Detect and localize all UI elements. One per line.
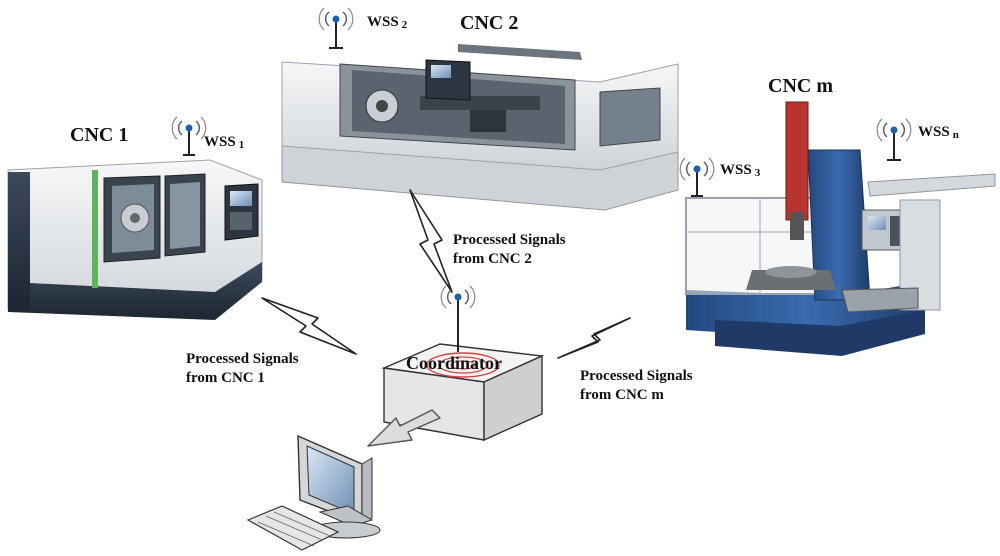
signal-label-cnc1: Processed Signals from CNC 1 xyxy=(186,351,299,386)
cncm-title: CNC m xyxy=(768,75,833,97)
pc-keyboard-icon xyxy=(246,505,340,551)
wss3-index: 3 xyxy=(754,167,761,179)
link-cncm-lightning-icon xyxy=(557,317,631,359)
wss2-prefix: WSS xyxy=(367,14,399,30)
output-arrow-icon xyxy=(367,409,441,447)
cnc2-title: CNC 2 xyxy=(460,12,519,34)
wss2-index: 2 xyxy=(401,19,408,31)
pc-monitor-icon xyxy=(297,434,381,539)
wss1-index: 1 xyxy=(238,139,245,151)
wssn-prefix: WSS xyxy=(918,124,950,140)
signal-label-cncm: Processed Signals from CNC m xyxy=(580,368,693,403)
coordinator-label: Coordinator xyxy=(406,353,502,373)
link-cnc2-lightning-icon xyxy=(409,189,453,293)
coordinator-box xyxy=(381,343,545,442)
cnc2-machine xyxy=(281,44,679,211)
link-cnc1-lightning-icon xyxy=(261,297,357,355)
wss3-antenna-icon xyxy=(679,157,715,197)
wssn-antenna-icon xyxy=(876,118,912,161)
wssn-index: n xyxy=(952,129,959,141)
wss3-prefix: WSS xyxy=(720,162,752,178)
wss1-prefix: WSS xyxy=(204,134,236,150)
signal-label-cnc2: Processed Signals from CNC 2 xyxy=(453,232,566,267)
coordinator-antenna-icon xyxy=(440,285,476,352)
cncm-machine xyxy=(685,101,996,356)
cnc1-title: CNC 1 xyxy=(70,124,129,146)
wss2-antenna-icon xyxy=(318,7,354,49)
wss1-antenna-icon xyxy=(171,116,207,156)
cnc1-machine xyxy=(7,159,263,320)
